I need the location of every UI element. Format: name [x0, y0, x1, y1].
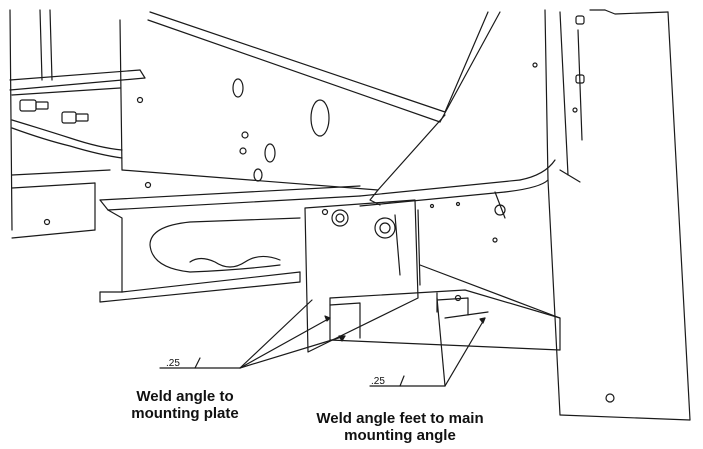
left-leader-lines [159, 299, 346, 369]
panel-hole [264, 143, 276, 163]
bolt-head [494, 204, 506, 216]
weld-angle-feet [329, 297, 489, 339]
right-callout-line1: Weld angle feet to main [316, 410, 484, 427]
left-weld-size: .25 [166, 358, 180, 369]
side-panel [11, 19, 446, 239]
flex-hose [149, 217, 301, 273]
cabinet-screw [575, 15, 585, 25]
panel-hole [241, 131, 249, 139]
bolt-head [331, 209, 349, 227]
right-leader-lines [369, 297, 486, 387]
panel-hole [239, 147, 247, 155]
right-callout: Weld angle feet to main mounting angle [285, 410, 515, 444]
right-callout-line2: mounting angle [344, 427, 456, 444]
panel-hole [253, 168, 263, 182]
cabinet-hole [605, 393, 615, 403]
right-cabinet [504, 9, 691, 421]
right-weld-size: .25 [371, 376, 385, 387]
hose-fittings [11, 99, 123, 159]
upper-left-rail [9, 69, 146, 96]
left-frame [9, 9, 53, 231]
mounting-plate [304, 199, 421, 353]
left-callout-line1: Weld angle to [136, 388, 234, 405]
panel-hole [232, 78, 244, 98]
upper-bracket [359, 179, 521, 243]
panel-hole [310, 99, 330, 137]
top-panel [147, 11, 501, 123]
left-callout: Weld angle to mounting plate [110, 388, 260, 422]
left-callout-line2: mounting plate [131, 405, 239, 422]
main-mounting-angle [329, 264, 561, 351]
bolt-head [374, 217, 396, 239]
main-channel [99, 185, 361, 303]
